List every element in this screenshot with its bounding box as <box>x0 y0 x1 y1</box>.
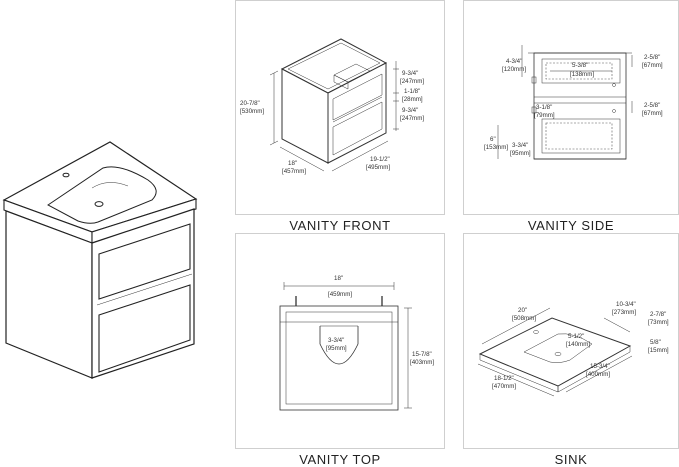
upper-drawer-front <box>98 223 191 300</box>
front-width-in: 19-1/2" <box>370 156 390 163</box>
sink-length-mm: [508mm] <box>512 315 536 322</box>
side-a-mm: [120mm] <box>502 66 526 73</box>
front-drawer-top-mm: [247mm] <box>400 78 424 85</box>
sink-radius-mm: [140mm] <box>566 341 590 348</box>
basin <box>47 166 157 224</box>
sink-length-in: 20" <box>518 307 527 314</box>
sink-bowl-in: 10-3/4" <box>616 301 636 308</box>
front-width-mm: [495mm] <box>366 164 390 171</box>
faucet-hole <box>62 172 70 178</box>
panel-sink: 20" [508mm] 10-3/4" [273mm] 2-7/8" [73mm… <box>463 233 679 449</box>
panel-vanity-top: 18" [459mm] 3-3/4" [95mm] 15-7/8" [403mm… <box>235 233 445 449</box>
front-gap-mm: [28mm] <box>402 96 423 103</box>
top-notch-in: 3-3/4" <box>328 337 344 344</box>
front-height-in: 20-7/8" <box>240 100 260 107</box>
side-g-mm: [95mm] <box>510 150 531 157</box>
side-f-mm: [153mm] <box>484 144 508 151</box>
sink-lip-in: 5/8" <box>650 339 661 346</box>
panel-vanity-side: 4-3/4" [120mm] 5-3/8" [138mm] 2-5/8" [67… <box>463 0 679 215</box>
caption-vanity-front: VANITY FRONT <box>289 218 391 233</box>
basin-inner-curve <box>91 182 129 189</box>
front-drawer-bottom-in: 9-3/4" <box>402 107 418 114</box>
sink-depth-in: 18-1/2" <box>494 375 514 382</box>
front-depth-in: 18" <box>288 160 297 167</box>
caption-vanity-top: VANITY TOP <box>299 452 381 467</box>
lower-drawer-front <box>98 284 191 373</box>
top-width-in: 18" <box>334 275 343 282</box>
front-drawer-bottom-mm: [247mm] <box>400 115 424 122</box>
sink-lip-mm: [15mm] <box>648 347 669 354</box>
side-d-in: 3-1/8" <box>536 104 552 111</box>
top-depth-in: 15-7/8" <box>412 351 432 358</box>
panel-vanity-front: 20-7/8" [530mm] 18" [457mm] 19-1/2" [495… <box>235 0 445 215</box>
side-e-mm: [67mm] <box>642 110 663 117</box>
front-height-mm: [530mm] <box>240 108 264 115</box>
sink-inner-in: 15-3/4" <box>590 363 610 370</box>
sink-inner-mm: [400mm] <box>586 371 610 378</box>
top-depth-mm: [403mm] <box>410 359 434 366</box>
top-width-mm: [459mm] <box>328 291 352 298</box>
caption-vanity-side: VANITY SIDE <box>527 218 615 233</box>
side-b-in: 5-3/8" <box>572 62 588 69</box>
side-b-mm: [138mm] <box>570 71 594 78</box>
drain-hole <box>94 201 104 207</box>
sink-thick-mm: [73mm] <box>648 319 669 326</box>
side-g-in: 3-3/4" <box>512 142 528 149</box>
side-c-mm: [67mm] <box>642 62 663 69</box>
side-d-mm: [79mm] <box>534 112 555 119</box>
sink-radius-in: 5-1/2" <box>568 333 584 340</box>
side-c-in: 2-5/8" <box>644 54 660 61</box>
sink-bowl-mm: [273mm] <box>612 309 636 316</box>
vanity-isometric-illustration <box>2 141 198 379</box>
countertop-side-edge <box>91 198 197 244</box>
side-e-in: 2-5/8" <box>644 102 660 109</box>
side-f-in: 6" <box>490 136 496 143</box>
sink-thick-in: 2-7/8" <box>650 311 666 318</box>
front-gap-in: 1-1/8" <box>404 88 420 95</box>
caption-sink: SINK <box>554 452 588 467</box>
sink-depth-mm: [470mm] <box>492 383 516 390</box>
side-a-in: 4-3/4" <box>506 58 522 65</box>
top-notch-mm: [95mm] <box>326 345 347 352</box>
front-depth-mm: [457mm] <box>282 168 306 175</box>
front-drawer-top-in: 9-3/4" <box>402 70 418 77</box>
